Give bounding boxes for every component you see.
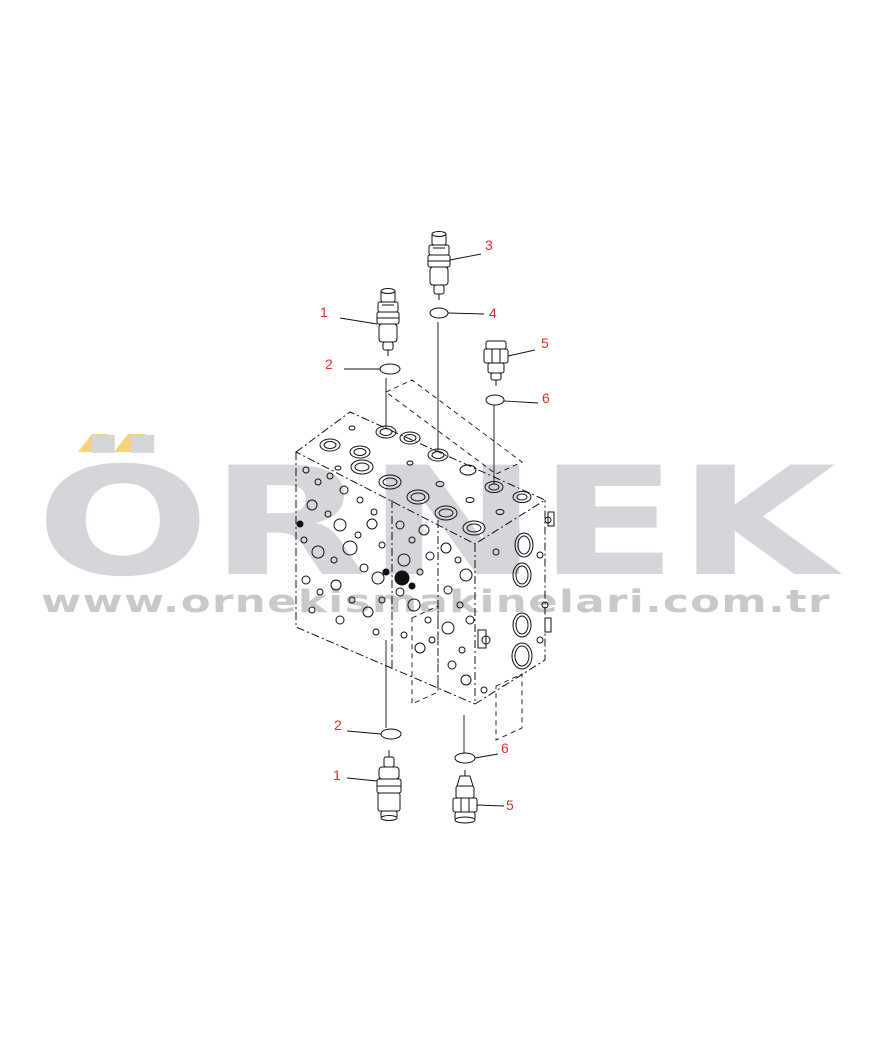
callout-2-bottom: 2: [334, 717, 342, 733]
callout-4: 4: [489, 305, 497, 321]
part-1-valve-top: [376, 288, 400, 356]
right-face-ports: [477, 511, 555, 694]
part-1-valve-bottom: [376, 750, 402, 821]
watermark-accent-right: [114, 434, 146, 452]
leader-lines: [339, 253, 539, 807]
watermark-accent-left: [78, 434, 108, 452]
assembly-guides: [385, 322, 523, 753]
part-2-o-ring-bottom: [380, 728, 402, 740]
callout-2-top: 2: [325, 356, 333, 372]
part-4-o-ring: [429, 307, 449, 319]
part-2-o-ring-top: [379, 363, 401, 375]
callout-5-bottom: 5: [506, 797, 514, 813]
watermark-brand: ÖRNEK: [36, 434, 842, 610]
callout-1-top: 1: [320, 304, 328, 320]
part-6-o-ring-bottom: [454, 752, 476, 764]
callout-5-top: 5: [541, 335, 549, 351]
parts: [376, 231, 509, 824]
valve-block: [295, 411, 555, 705]
callout-6-bottom: 6: [501, 740, 509, 756]
callout-3: 3: [485, 237, 493, 253]
part-6-o-ring-top: [485, 394, 505, 406]
watermark-url: www.ornekismakinelari.com.tr: [41, 584, 831, 620]
watermark: ÖRNEK www.ornekismakinelari.com.tr: [36, 434, 842, 620]
left-face-holes: [296, 466, 475, 686]
part-5-plug-top: [483, 340, 509, 386]
part-3-valve: [427, 231, 451, 300]
callout-6-top: 6: [542, 390, 550, 406]
part-5-plug-bottom: [452, 770, 478, 824]
callout-1-bottom: 1: [333, 767, 341, 783]
callouts: 3 1 4 2 5 6 2 6 1 5: [320, 237, 550, 813]
top-face-ports: [319, 425, 532, 536]
